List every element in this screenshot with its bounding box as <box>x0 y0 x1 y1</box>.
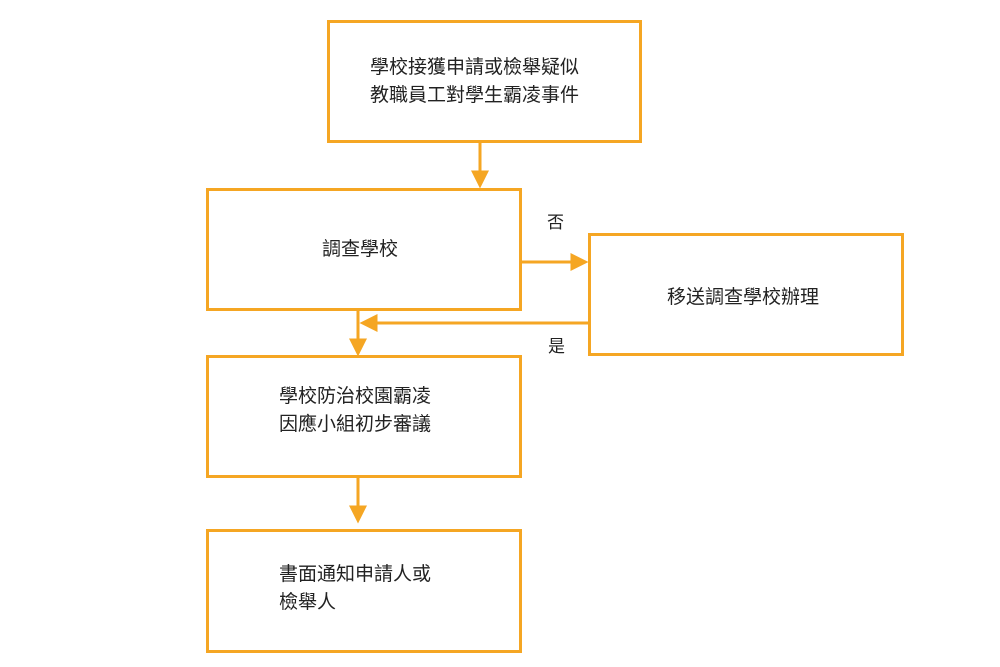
node-committee-review: 學校防治校園霸凌 因應小組初步審議 <box>206 355 522 478</box>
edge-label-yes: 是 <box>548 337 565 357</box>
node-receive-report-line-2: 教職員工對學生霸凌事件 <box>370 84 580 106</box>
node-investigate-school-label: 調查學校 <box>322 235 398 263</box>
node-transfer-to-school-line-1: 移送調查學校辦理 <box>667 286 820 308</box>
node-committee-review-label: 學校防治校園霸凌 因應小組初步審議 <box>279 382 431 438</box>
node-receive-report-line-1: 學校接獲申請或檢舉疑似 <box>370 56 580 78</box>
node-written-notice: 書面通知申請人或 檢舉人 <box>206 529 522 653</box>
node-written-notice-line-1: 書面通知申請人或 <box>279 563 432 585</box>
node-written-notice-label: 書面通知申請人或 檢舉人 <box>279 560 431 616</box>
node-investigate-school-line-1: 調查學校 <box>322 238 399 260</box>
node-written-notice-line-2: 檢舉人 <box>279 591 337 613</box>
node-transfer-to-school: 移送調查學校辦理 <box>588 233 904 356</box>
edge-label-no: 否 <box>547 213 564 233</box>
node-receive-report-label: 學校接獲申請或檢舉疑似 教職員工對學生霸凌事件 <box>370 53 579 109</box>
node-committee-review-line-1: 學校防治校園霸凌 <box>279 385 432 407</box>
node-committee-review-line-2: 因應小組初步審議 <box>279 413 432 435</box>
node-investigate-school: 調查學校 <box>206 188 522 311</box>
node-receive-report: 學校接獲申請或檢舉疑似 教職員工對學生霸凌事件 <box>327 20 642 143</box>
node-transfer-to-school-label: 移送調查學校辦理 <box>667 283 819 311</box>
